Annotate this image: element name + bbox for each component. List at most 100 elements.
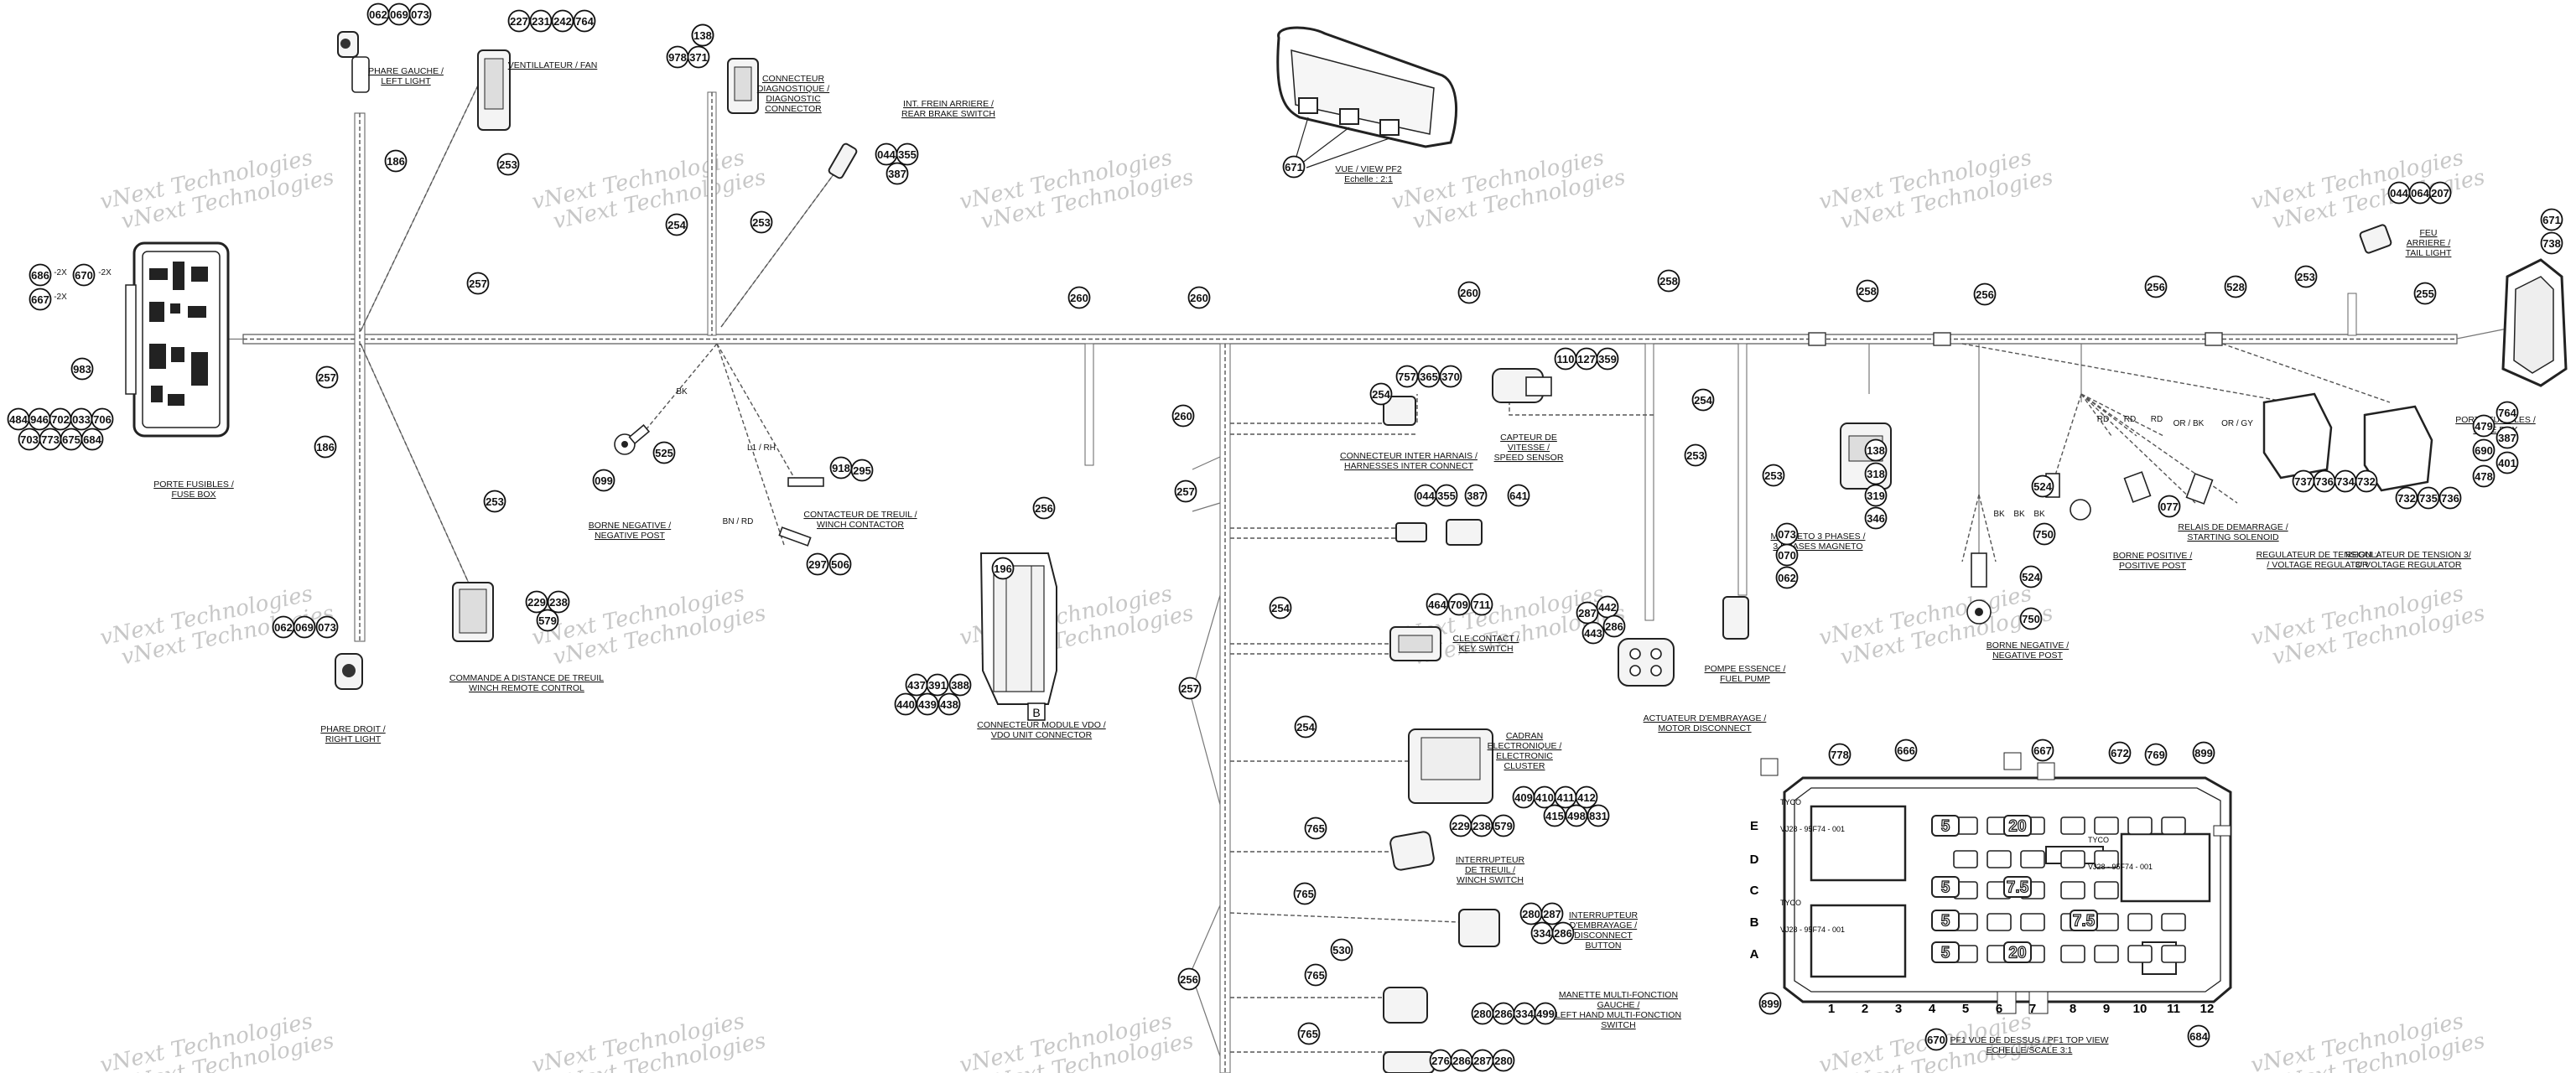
fuse: 5 xyxy=(1931,910,1960,931)
vdo-connector xyxy=(979,552,1057,705)
components xyxy=(125,26,2568,1073)
component-label: PHARE DROIT /RIGHT LIGHT xyxy=(320,724,385,744)
callout-bubble: 260 xyxy=(1187,286,1211,309)
callout-bubble: 260 xyxy=(1171,404,1195,428)
callout-bubble: 258 xyxy=(1657,269,1680,293)
fuse: 5 xyxy=(1931,815,1960,837)
fuse-rating: 5 xyxy=(1941,879,1950,897)
component-label-line: POMPE ESSENCE / xyxy=(1705,664,1786,674)
callout-bubble: 346 xyxy=(1864,506,1888,530)
component-label-line: 3/ VOLTAGE REGULATOR xyxy=(2355,560,2461,570)
relay-label: VJ28 - 95F74 - 001 xyxy=(1780,925,1845,934)
callout-number: 388 xyxy=(951,679,969,692)
callout-number: 387 xyxy=(1467,490,1485,502)
component-label-line: CONNECTEUR xyxy=(762,74,825,84)
callout-number: 334 xyxy=(1533,927,1551,940)
callout-bubble: 769 xyxy=(2144,743,2168,766)
callout-number: 371 xyxy=(689,51,708,64)
callout-bubble: 579 xyxy=(536,609,559,632)
callout-bubble: 260 xyxy=(1067,286,1091,309)
callout-bubble: 675 xyxy=(60,428,83,451)
component-label: BORNE NEGATIVE /NEGATIVE POST xyxy=(589,521,671,541)
callout-bubble: 229 xyxy=(525,590,548,614)
component-label: ACTUATEUR D'EMBRAYAGE /MOTOR DISCONNECT xyxy=(1644,713,1767,733)
fuse-slot xyxy=(2060,816,2085,835)
callout-number: 736 xyxy=(2441,492,2459,505)
fusebox-col-label: 12 xyxy=(2200,1002,2215,1016)
fuse-slot xyxy=(2094,850,2119,868)
fuse-slot xyxy=(1953,850,1978,868)
callout-number: 918 xyxy=(832,462,850,474)
component-label-line: WINCH SWITCH xyxy=(1457,875,1524,885)
callout-number: 260 xyxy=(1190,292,1208,304)
component-label-line: PORTE FUSIBLES / xyxy=(2455,415,2536,425)
callout-number: 207 xyxy=(2431,187,2449,200)
fusebox-col-label: 3 xyxy=(1895,1002,1902,1016)
component-label-line: WINCH REMOTE CONTROL xyxy=(469,683,584,693)
component-label-line: PF1 VUE DE DESSUS / PF1 TOP VIEW xyxy=(1950,1035,2108,1045)
callout-bubble: 127 xyxy=(1575,347,1598,371)
fuse-slot xyxy=(2020,913,2045,931)
callout-number: 110 xyxy=(1557,353,1575,365)
relay-label: VJ28 - 95F74 - 001 xyxy=(1780,825,1845,833)
callout-bubble: 099 xyxy=(592,469,615,492)
component-label-line: MANETTE MULTI-FONCTION xyxy=(1559,990,1678,1000)
callout-bubble: 276 xyxy=(1429,1049,1452,1072)
component-label-line: CONTACTEUR DE TREUIL / xyxy=(803,510,917,520)
component-label-line: DIAGNOSTIQUE / xyxy=(757,84,829,94)
callout-number: 401 xyxy=(2498,457,2516,469)
callout-bubble: 750 xyxy=(2019,607,2043,630)
callout-bubble: 073 xyxy=(408,3,432,26)
callout-number: 253 xyxy=(752,216,771,229)
fusebox-row-label: D xyxy=(1750,853,1759,867)
callout-number: 256 xyxy=(1035,502,1053,515)
callout-bubble: 207 xyxy=(2428,181,2452,205)
callout-bubble: 899 xyxy=(1758,992,1782,1015)
left-light xyxy=(337,31,370,93)
callout-number: 525 xyxy=(655,447,673,459)
callout-bubble: 703 xyxy=(18,428,41,451)
component-label-line: DISCONNECT xyxy=(1574,930,1633,941)
callout-bubble: 438 xyxy=(937,692,961,716)
callout-bubble: 318 xyxy=(1864,462,1888,485)
callout-number: 073 xyxy=(318,621,336,634)
callout-bubble: 287 xyxy=(1471,1049,1494,1072)
callout-number: 415 xyxy=(1545,810,1564,822)
callout-bubble: 684 xyxy=(80,428,104,451)
callout-bubble: 077 xyxy=(2158,495,2181,518)
component-label: PORTE FUSIBLES /FUSE BOX xyxy=(2455,415,2536,435)
callout-number: 440 xyxy=(896,698,915,711)
callout-number: 524 xyxy=(2022,571,2040,583)
fuse-slot xyxy=(2127,816,2153,835)
wire-tag: L1 / RH xyxy=(747,443,776,453)
callout-bubble: 256 xyxy=(1032,496,1056,520)
wire-tag: BK xyxy=(676,387,688,397)
callout-bubble: 899 xyxy=(2192,741,2215,765)
callout-number: 069 xyxy=(295,621,314,634)
callout-number: 359 xyxy=(1598,353,1617,365)
left-multifunction-switch xyxy=(1383,987,1435,1073)
callout-bubble: 044 xyxy=(2387,181,2411,205)
component-label-line: MOTOR DISCONNECT xyxy=(1658,723,1752,733)
fuse-rating: 5 xyxy=(1941,913,1950,930)
fusebox-col-label: 10 xyxy=(2133,1002,2148,1016)
callout-number: 231 xyxy=(532,15,550,28)
callout-bubble: 983 xyxy=(70,357,94,381)
component-label-line: NEGATIVE POST xyxy=(1992,651,2063,661)
fuse-slot xyxy=(2060,850,2085,868)
fusebox-col-label: 11 xyxy=(2167,1002,2180,1016)
electronic-cluster xyxy=(1408,728,1493,804)
callout-number: 737 xyxy=(2294,475,2313,488)
callout-number: 528 xyxy=(2226,281,2245,293)
fuse-rating: 5 xyxy=(1941,945,1950,962)
callout-number: 138 xyxy=(693,29,712,42)
callout-number: 899 xyxy=(2194,747,2213,759)
callout-number: 711 xyxy=(1473,599,1491,611)
callout-number: 530 xyxy=(1332,944,1351,956)
callout-number: 355 xyxy=(1437,490,1456,502)
callout-bubble: 256 xyxy=(1177,967,1201,991)
callout-number: 671 xyxy=(1285,161,1303,174)
